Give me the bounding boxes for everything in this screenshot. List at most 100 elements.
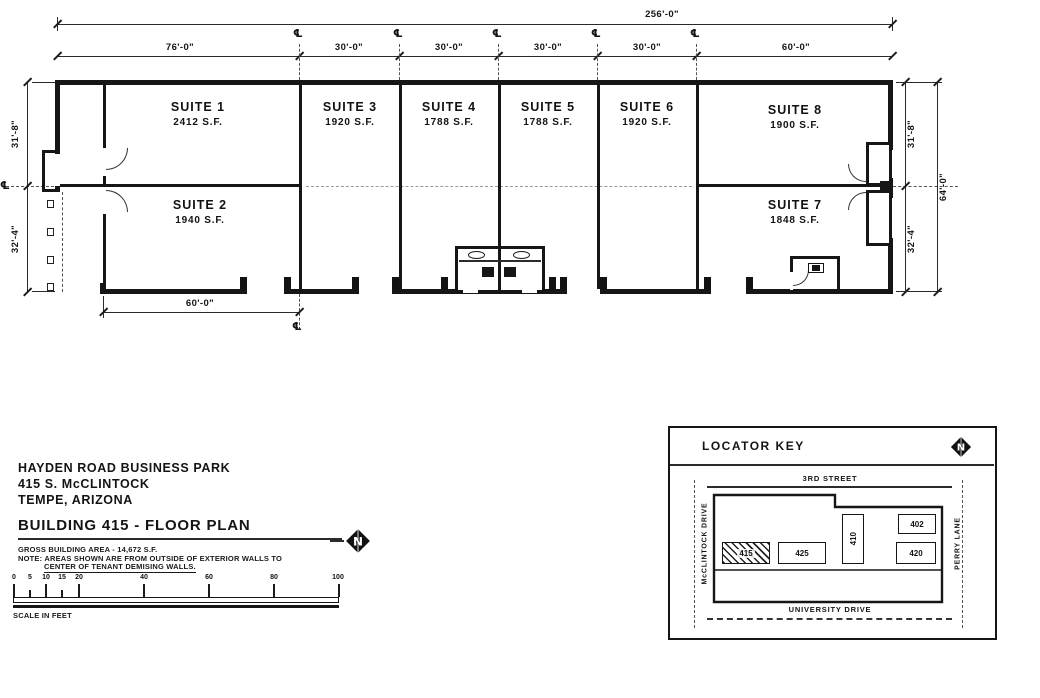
sink-fixture — [513, 251, 530, 259]
locator-building-402: 402 — [898, 514, 936, 534]
centerline-symbol: ℄ — [591, 27, 601, 40]
scale-tick — [78, 584, 80, 597]
centerline-symbol: ℄ — [690, 27, 700, 40]
door-jamb — [284, 277, 291, 290]
scale-tick — [338, 584, 340, 597]
demising-wall — [498, 80, 501, 294]
street-line — [694, 480, 695, 628]
dim-left-upper: 31'-8" — [10, 119, 21, 149]
wall-opening — [463, 290, 478, 293]
suite-4-label: SUITE 4 1788 S.F. — [401, 100, 497, 128]
suite-name: SUITE 4 — [421, 100, 477, 114]
dim-line-right — [905, 82, 906, 292]
locator-header-rule — [670, 464, 994, 466]
door-jamb — [746, 277, 753, 290]
project-name: HAYDEN ROAD BUSINESS PARK — [18, 461, 231, 475]
dim-right-upper: 31'-8" — [906, 119, 917, 149]
suite-6-label: SUITE 6 1920 S.F. — [599, 100, 695, 128]
scale-tick-label: 20 — [75, 574, 83, 581]
site-outline — [712, 493, 944, 604]
wall-opening — [711, 289, 746, 294]
dim-line-total — [57, 24, 893, 25]
suite-area: 1788 S.F. — [523, 117, 573, 128]
suite-area: 1920 S.F. — [622, 117, 672, 128]
door-jamb — [549, 277, 556, 290]
demising-wall — [597, 80, 600, 294]
toilet-fixture — [812, 265, 820, 271]
centerline-symbol: ℄ — [393, 27, 403, 40]
dim-bay-label: 60'-0" — [781, 42, 811, 53]
toilet-fixture — [504, 267, 516, 277]
door-jamb — [704, 277, 711, 290]
svg-text:N: N — [957, 443, 965, 454]
suite-area: 1848 S.F. — [770, 215, 820, 226]
wall-opening — [567, 289, 600, 294]
toilet-fixture — [482, 267, 494, 277]
door-jamb — [352, 277, 359, 290]
scale-tick-label: 0 — [12, 574, 16, 581]
dim-bay-label: 30'-0" — [632, 42, 662, 53]
centerline-leader — [597, 44, 598, 80]
north-arrow-icon: N — [346, 529, 370, 553]
scale-bar-shadow — [13, 605, 339, 608]
scale-tick-label: 40 — [140, 574, 148, 581]
scale-tick-label: 100 — [332, 574, 344, 581]
scale-tick-label: 5 — [28, 574, 32, 581]
suite-name: SUITE 2 — [172, 198, 228, 212]
locator-title: LOCATOR KEY — [702, 439, 805, 453]
scale-tick-label: 15 — [58, 574, 66, 581]
centerline-symbol: ℄ — [0, 179, 10, 192]
street-line — [962, 480, 963, 628]
wall-jog — [100, 283, 105, 294]
suite-8-label: SUITE 8 1900 S.F. — [700, 103, 890, 131]
scale-tick-label: 80 — [270, 574, 278, 581]
street-university: UNIVERSITY DRIVE — [788, 605, 872, 614]
scale-tick — [208, 584, 210, 597]
door-arc — [106, 148, 128, 170]
centerline-symbol: ℄ — [292, 320, 302, 333]
project-address: 415 S. McCLINTOCK — [18, 477, 150, 491]
locator-key-panel: LOCATOR KEY N 3RD STREET 415 425 410 402… — [668, 426, 997, 640]
dim-ext — [103, 296, 104, 318]
centerline — [893, 186, 958, 187]
door-jamb — [441, 277, 448, 290]
building-number: 415 — [737, 548, 755, 558]
scale-tick — [61, 590, 63, 597]
note-line-1: NOTE: AREAS SHOWN ARE FROM OUTSIDE OF EX… — [18, 554, 283, 563]
suite-2-label: SUITE 2 1940 S.F. — [130, 198, 270, 226]
project-city: TEMPE, ARIZONA — [18, 493, 133, 507]
dim-ext — [896, 82, 942, 83]
building-number: 420 — [909, 548, 923, 558]
suite-name: SUITE 8 — [767, 103, 823, 117]
dim-total-label: 256'-0" — [645, 9, 679, 20]
meter-mark — [47, 200, 54, 208]
interior-wall — [103, 214, 106, 289]
locator-building-425: 425 — [778, 542, 826, 564]
street-perry: PERRY LANE — [954, 517, 962, 570]
suite-1-label: SUITE 1 2412 S.F. — [128, 100, 268, 128]
building-number: 425 — [795, 548, 809, 558]
dim-bay-label: 76'-0" — [165, 42, 195, 53]
scale-tick-label: 10 — [42, 574, 50, 581]
scale-label: SCALE IN FEET — [13, 611, 72, 620]
scale-tick — [143, 584, 145, 597]
svg-text:N: N — [353, 534, 363, 548]
entry-alcove — [866, 190, 892, 246]
locator-building-420: 420 — [896, 542, 936, 564]
door-arc — [106, 190, 128, 212]
centerline-leader — [696, 44, 697, 80]
dim-ext — [896, 291, 942, 292]
centerline-symbol: ℄ — [293, 27, 303, 40]
dim-bottom-label: 60'-0" — [185, 298, 215, 309]
wall-opening — [247, 289, 284, 294]
suite-name: SUITE 3 — [322, 100, 378, 114]
demising-wall — [299, 80, 302, 294]
scale-tick-label: 60 — [205, 574, 213, 581]
scale-tick — [45, 584, 47, 597]
wall-opening — [359, 289, 392, 294]
interior-wall — [103, 176, 106, 186]
scale-bar — [13, 597, 339, 603]
centerline-symbol: ℄ — [492, 27, 502, 40]
door-jamb — [600, 277, 607, 290]
dim-right-lower: 32'-4" — [906, 224, 917, 254]
